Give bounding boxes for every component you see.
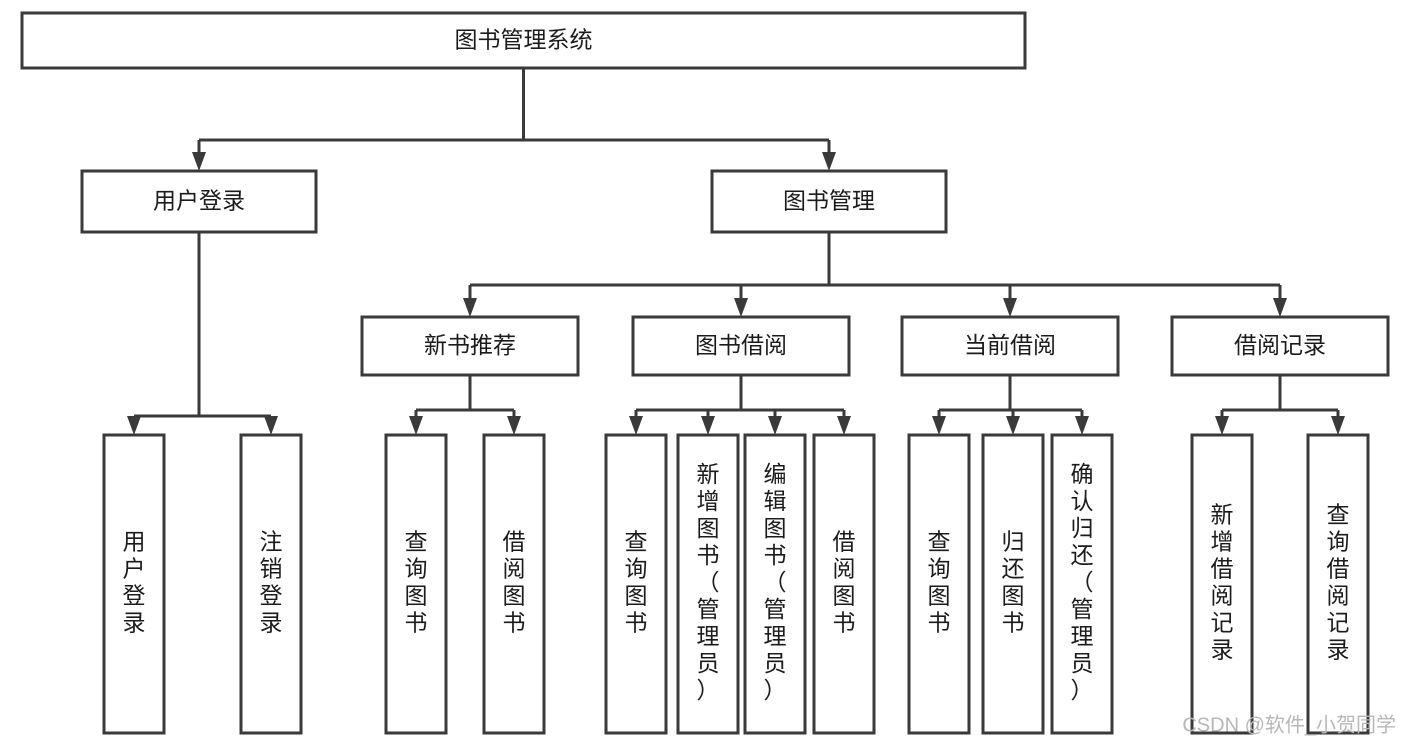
node-leaf-edit-book-label: 编辑图书（管理员） (764, 461, 787, 703)
node-book-borrow-label: 图书借阅 (695, 332, 787, 358)
node-root-system-label: 图书管理系统 (455, 27, 593, 53)
node-leaf-query-book-3-label: 查询图书 (928, 529, 951, 636)
connector-arrowhead (1331, 416, 1345, 435)
connector-arrowhead (768, 416, 782, 435)
node-user-login-label: 用户登录 (153, 188, 245, 214)
connector-arrowhead (409, 416, 423, 435)
node-leaf-query-book-1[interactable]: 查询图书 (384, 433, 448, 735)
node-leaf-user-logout-label: 注销登录 (260, 529, 283, 636)
node-leaf-borrow-book-2[interactable]: 借阅图书 (812, 433, 876, 735)
node-leaf-query-record-box[interactable] (1306, 433, 1370, 735)
connector-arrowhead (1075, 416, 1089, 435)
connector-layer (127, 68, 1345, 435)
node-new-book-recommend-label: 新书推荐 (424, 332, 516, 358)
connector-arrowhead (463, 298, 477, 317)
node-leaf-user-login-label: 用户登录 (123, 529, 146, 636)
node-leaf-query-book-2-label: 查询图书 (625, 529, 648, 636)
node-leaf-query-book-1-box[interactable] (384, 433, 448, 735)
connector-arrowhead (1273, 298, 1287, 317)
node-leaf-query-record-label: 查询借阅记录 (1327, 502, 1350, 663)
node-leaf-confirm-return[interactable]: 确认归还（管理员） (1050, 433, 1114, 735)
connector-arrowhead (1006, 416, 1020, 435)
node-leaf-add-book[interactable]: 新增图书（管理员） (676, 433, 740, 735)
node-leaf-add-record[interactable]: 新增借阅记录 (1190, 433, 1254, 735)
node-leaf-borrow-book-2-box[interactable] (812, 433, 876, 735)
connector-arrowhead (837, 416, 851, 435)
connector-arrowhead (734, 298, 748, 317)
connector-arrowhead (1215, 416, 1229, 435)
connector-arrowhead (822, 152, 836, 171)
node-leaf-query-book-2[interactable]: 查询图书 (604, 433, 668, 735)
node-current-borrow-label: 当前借阅 (964, 332, 1056, 358)
node-current-borrow[interactable]: 当前借阅 (900, 315, 1120, 377)
node-root-system-box[interactable] (20, 11, 1027, 70)
connector-arrowhead (932, 416, 946, 435)
node-borrow-record-box[interactable] (1170, 315, 1390, 377)
node-leaf-user-login[interactable]: 用户登录 (102, 433, 166, 735)
node-leaf-return-book-label: 归还图书 (1002, 529, 1025, 636)
node-new-book-recommend[interactable]: 新书推荐 (360, 315, 580, 377)
node-book-manage[interactable]: 图书管理 (710, 169, 948, 234)
csdn-watermark: CSDN @软件_小贺同学 (1182, 713, 1396, 736)
node-book-manage-box[interactable] (710, 169, 948, 234)
node-leaf-borrow-book-2-label: 借阅图书 (833, 529, 856, 636)
connector-arrowhead (192, 152, 206, 171)
node-new-book-recommend-box[interactable] (360, 315, 580, 377)
node-leaf-confirm-return-box[interactable] (1050, 433, 1114, 735)
node-leaf-user-logout[interactable]: 注销登录 (239, 433, 303, 735)
node-user-login[interactable]: 用户登录 (80, 169, 318, 234)
node-borrow-record[interactable]: 借阅记录 (1170, 315, 1390, 377)
node-book-manage-label: 图书管理 (783, 188, 875, 214)
node-leaf-query-book-2-box[interactable] (604, 433, 668, 735)
node-leaf-query-record[interactable]: 查询借阅记录 (1306, 433, 1370, 735)
connector-arrowhead (507, 416, 521, 435)
node-book-borrow[interactable]: 图书借阅 (631, 315, 851, 377)
node-leaf-borrow-book-1[interactable]: 借阅图书 (482, 433, 546, 735)
node-leaf-return-book[interactable]: 归还图书 (981, 433, 1045, 735)
node-user-login-box[interactable] (80, 169, 318, 234)
node-current-borrow-box[interactable] (900, 315, 1120, 377)
connector-arrowhead (264, 416, 278, 435)
connector-arrowhead (701, 416, 715, 435)
node-leaf-confirm-return-label: 确认归还（管理员） (1071, 461, 1094, 703)
node-leaf-add-record-box[interactable] (1190, 433, 1254, 735)
node-layer: 图书管理系统用户登录图书管理新书推荐图书借阅当前借阅借阅记录用户登录注销登录查询… (20, 11, 1390, 735)
connector-arrowhead (1003, 298, 1017, 317)
node-leaf-return-book-box[interactable] (981, 433, 1045, 735)
node-leaf-query-book-3-box[interactable] (907, 433, 971, 735)
connector-arrowhead (629, 416, 643, 435)
connector-arrowhead (127, 416, 141, 435)
node-leaf-user-logout-box[interactable] (239, 433, 303, 735)
node-leaf-edit-book-box[interactable] (743, 433, 807, 735)
node-leaf-user-login-box[interactable] (102, 433, 166, 735)
node-leaf-borrow-book-1-box[interactable] (482, 433, 546, 735)
node-leaf-borrow-book-1-label: 借阅图书 (503, 529, 526, 636)
node-leaf-query-book-3[interactable]: 查询图书 (907, 433, 971, 735)
node-book-borrow-box[interactable] (631, 315, 851, 377)
node-leaf-query-book-1-label: 查询图书 (405, 529, 428, 636)
node-leaf-edit-book[interactable]: 编辑图书（管理员） (743, 433, 807, 735)
node-leaf-add-book-box[interactable] (676, 433, 740, 735)
node-leaf-add-record-label: 新增借阅记录 (1211, 502, 1234, 663)
node-root-system[interactable]: 图书管理系统 (20, 11, 1027, 70)
node-borrow-record-label: 借阅记录 (1234, 332, 1326, 358)
node-leaf-add-book-label: 新增图书（管理员） (697, 461, 720, 703)
